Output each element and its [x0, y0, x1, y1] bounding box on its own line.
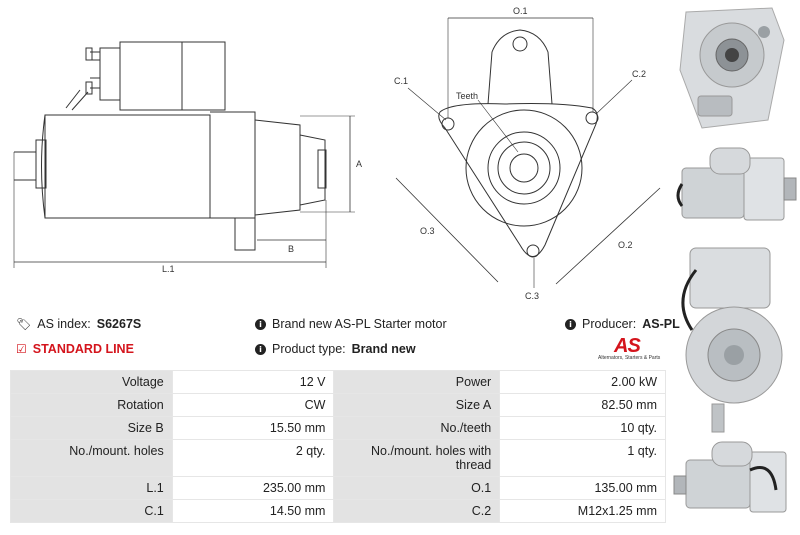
spec-label: No./teeth — [333, 416, 501, 440]
info-icon: i — [255, 343, 266, 355]
spec-value: 2 qty. — [171, 439, 335, 477]
spec-label: Size A — [333, 393, 501, 417]
dim-c3-label: C.3 — [525, 291, 539, 301]
spec-label: Power — [333, 370, 501, 394]
logo-mark: AS — [614, 335, 641, 357]
technical-drawings: A B L.1 O.1 O.2 O.3 C.1 C.2 C.3 Teeth — [13, 6, 661, 301]
info-icon: i — [565, 318, 576, 330]
brand-new-text: Brand new AS-PL Starter motor — [272, 317, 447, 331]
producer-label: Producer: — [582, 317, 637, 331]
product-photo-rear — [681, 247, 783, 433]
dim-o3-label: O.3 — [420, 226, 435, 236]
spec-label: C.1 — [10, 499, 173, 523]
spec-value: 2.00 kW — [499, 370, 666, 394]
table-row: Rotation CW Size A 82.50 mm — [10, 393, 666, 417]
spec-value: CW — [171, 393, 335, 417]
as-index-row: 🏷 AS index: S6267S — [16, 316, 141, 332]
checkbox-icon: ☑ — [16, 342, 27, 356]
spec-value: 12 V — [171, 370, 335, 394]
flange-outline — [438, 103, 598, 257]
product-type-row: i Product type: Brand new — [255, 341, 416, 357]
product-photo-front — [679, 7, 785, 129]
spec-value: 14.50 mm — [171, 499, 335, 523]
spec-value: M12x1.25 mm — [499, 499, 666, 523]
dim-o2-label: O.2 — [618, 240, 633, 250]
spec-label: L.1 — [10, 476, 173, 500]
table-row: Size B 15.50 mm No./teeth 10 qty. — [10, 416, 666, 440]
spec-value: 10 qty. — [499, 416, 666, 440]
specs-table: Voltage 12 V Power 2.00 kW Rotation CW S… — [10, 370, 666, 523]
spec-label: Voltage — [10, 370, 173, 394]
spec-label: O.1 — [333, 476, 501, 500]
table-row: C.1 14.50 mm C.2 M12x1.25 mm — [10, 499, 666, 523]
producer-value: AS-PL — [642, 317, 680, 331]
spec-label: C.2 — [333, 499, 501, 523]
spec-label: No./mount. holes — [10, 439, 173, 477]
standard-line-row: ☑ STANDARD LINE — [16, 341, 134, 357]
product-photo-side — [676, 147, 797, 221]
dim-a-label: A — [356, 159, 362, 169]
as-index-label: AS index: — [37, 317, 91, 331]
spec-value: 235.00 mm — [171, 476, 335, 500]
brand-new-row: i Brand new AS-PL Starter motor — [255, 316, 447, 332]
tag-icon: 🏷 — [16, 317, 32, 331]
table-row: L.1 235.00 mm O.1 135.00 mm — [10, 476, 666, 500]
spec-value: 1 qty. — [499, 439, 666, 477]
solenoid-outline — [119, 41, 183, 111]
spec-label: Rotation — [10, 393, 173, 417]
as-pl-logo: AS Alternators, Starters & Parts — [598, 336, 670, 364]
spec-label: Size B — [10, 416, 173, 440]
spec-value: 135.00 mm — [499, 476, 666, 500]
dim-c2-label: C.2 — [632, 69, 646, 79]
teeth-label: Teeth — [456, 91, 478, 101]
product-photo-side-2 — [673, 441, 787, 513]
product-type-value: Brand new — [351, 342, 416, 356]
standard-line-label: STANDARD LINE — [32, 342, 134, 356]
dim-b-label: B — [288, 244, 294, 254]
dim-o1-label: O.1 — [513, 6, 528, 16]
spec-value: 82.50 mm — [499, 393, 666, 417]
logo-tagline: Alternators, Starters & Parts — [598, 355, 661, 361]
spec-value: 15.50 mm — [171, 416, 335, 440]
table-row: Voltage 12 V Power 2.00 kW — [10, 370, 666, 394]
spec-label: No./mount. holes with thread — [333, 439, 501, 477]
dim-l1-label: L.1 — [162, 264, 175, 274]
info-icon: i — [255, 318, 266, 330]
dim-c1-label: C.1 — [394, 76, 408, 86]
as-index-value: S6267S — [96, 317, 142, 331]
product-photos — [673, 7, 797, 513]
table-row: No./mount. holes 2 qty. No./mount. holes… — [10, 439, 666, 477]
producer-row: i Producer: AS-PL — [565, 316, 680, 332]
motor-body-outline — [44, 114, 211, 219]
product-type-label: Product type: — [272, 342, 346, 356]
